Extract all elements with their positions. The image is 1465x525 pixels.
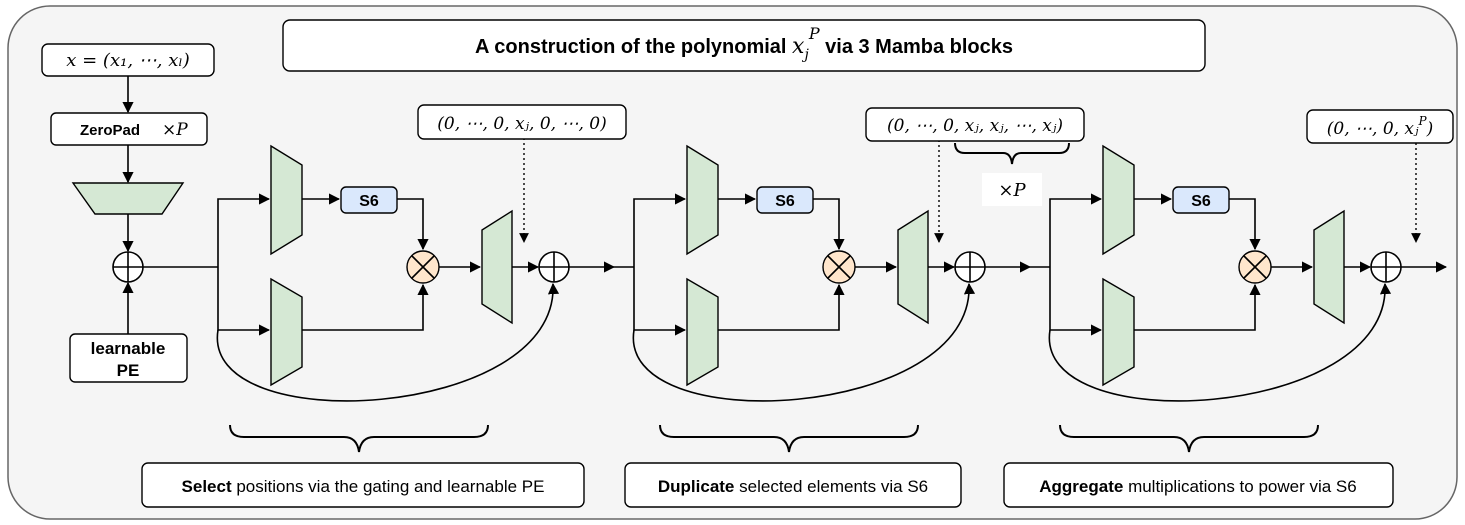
learnable-pe-line1: learnable — [91, 339, 166, 358]
linear-projection-top — [1102, 144, 1135, 256]
diagram-title: A construction of the polynomial xjP via… — [475, 24, 1013, 63]
mamba-block-3: S6 (0, ⋯, 0, xⱼP) — [1030, 109, 1454, 453]
caption-select: Select positions via the gating and lear… — [182, 477, 545, 496]
block1-brace — [229, 424, 489, 453]
caption-duplicate-box — [624, 462, 962, 508]
zeropad-times-p: ×P — [162, 120, 188, 140]
output-projection — [897, 209, 929, 325]
block3-output-annotation-box — [1306, 109, 1454, 144]
embedding-layer — [71, 182, 185, 215]
block2-brace — [659, 424, 919, 453]
block1-output-annotation: (0, ⋯, 0, xⱼ, 0, ⋯, 0) — [437, 114, 606, 134]
learnable-pe-line2: PE — [117, 361, 140, 380]
linear-projection-bottom — [686, 277, 719, 387]
block2-output-annotation-box — [865, 107, 1085, 142]
block2-times-p-box — [982, 173, 1042, 206]
learnable-pe-box — [69, 333, 188, 383]
s6-box — [1172, 186, 1230, 214]
caption-aggregate: Aggregate multiplications to power via S… — [1039, 477, 1356, 496]
outer-frame — [7, 5, 1458, 520]
block3-brace — [1059, 424, 1319, 453]
s6-label: S6 — [775, 193, 795, 210]
mamba-block-1: S6 (0, ⋯, 0, xⱼ, 0, ⋯, 0) — [216, 104, 627, 453]
block1-output-annotation-box — [417, 104, 627, 140]
output-projection — [1313, 209, 1345, 325]
block3-output-annotation: (0, ⋯, 0, xⱼP) — [1327, 114, 1433, 139]
title-box — [282, 19, 1206, 72]
caption-aggregate-box — [1003, 462, 1394, 508]
caption-select-box — [141, 462, 585, 508]
mamba-block-2: S6 (0, ⋯, 0, xⱼ, xⱼ, ⋯, xⱼ) ×P — [614, 107, 1085, 453]
s6-label: S6 — [1191, 193, 1211, 210]
s6-box — [340, 186, 398, 214]
block2-output-annotation: (0, ⋯, 0, xⱼ, xⱼ, ⋯, xⱼ) — [887, 116, 1063, 136]
output-projection — [481, 209, 513, 325]
zeropad-label: ZeroPad — [80, 122, 140, 139]
block2-times-p-brace — [954, 142, 1070, 165]
linear-projection-bottom — [1102, 277, 1135, 387]
s6-box — [756, 186, 814, 214]
linear-projection-bottom — [270, 277, 303, 387]
block2-times-p: ×P — [998, 180, 1026, 201]
caption-duplicate: Duplicate selected elements via S6 — [658, 477, 928, 496]
linear-projection-top — [686, 144, 719, 256]
linear-projection-top — [270, 144, 303, 256]
s6-label: S6 — [359, 193, 379, 210]
input-sequence-label: x = (x₁, ⋯, xₗ) — [66, 50, 190, 71]
zeropad-box — [50, 112, 208, 146]
